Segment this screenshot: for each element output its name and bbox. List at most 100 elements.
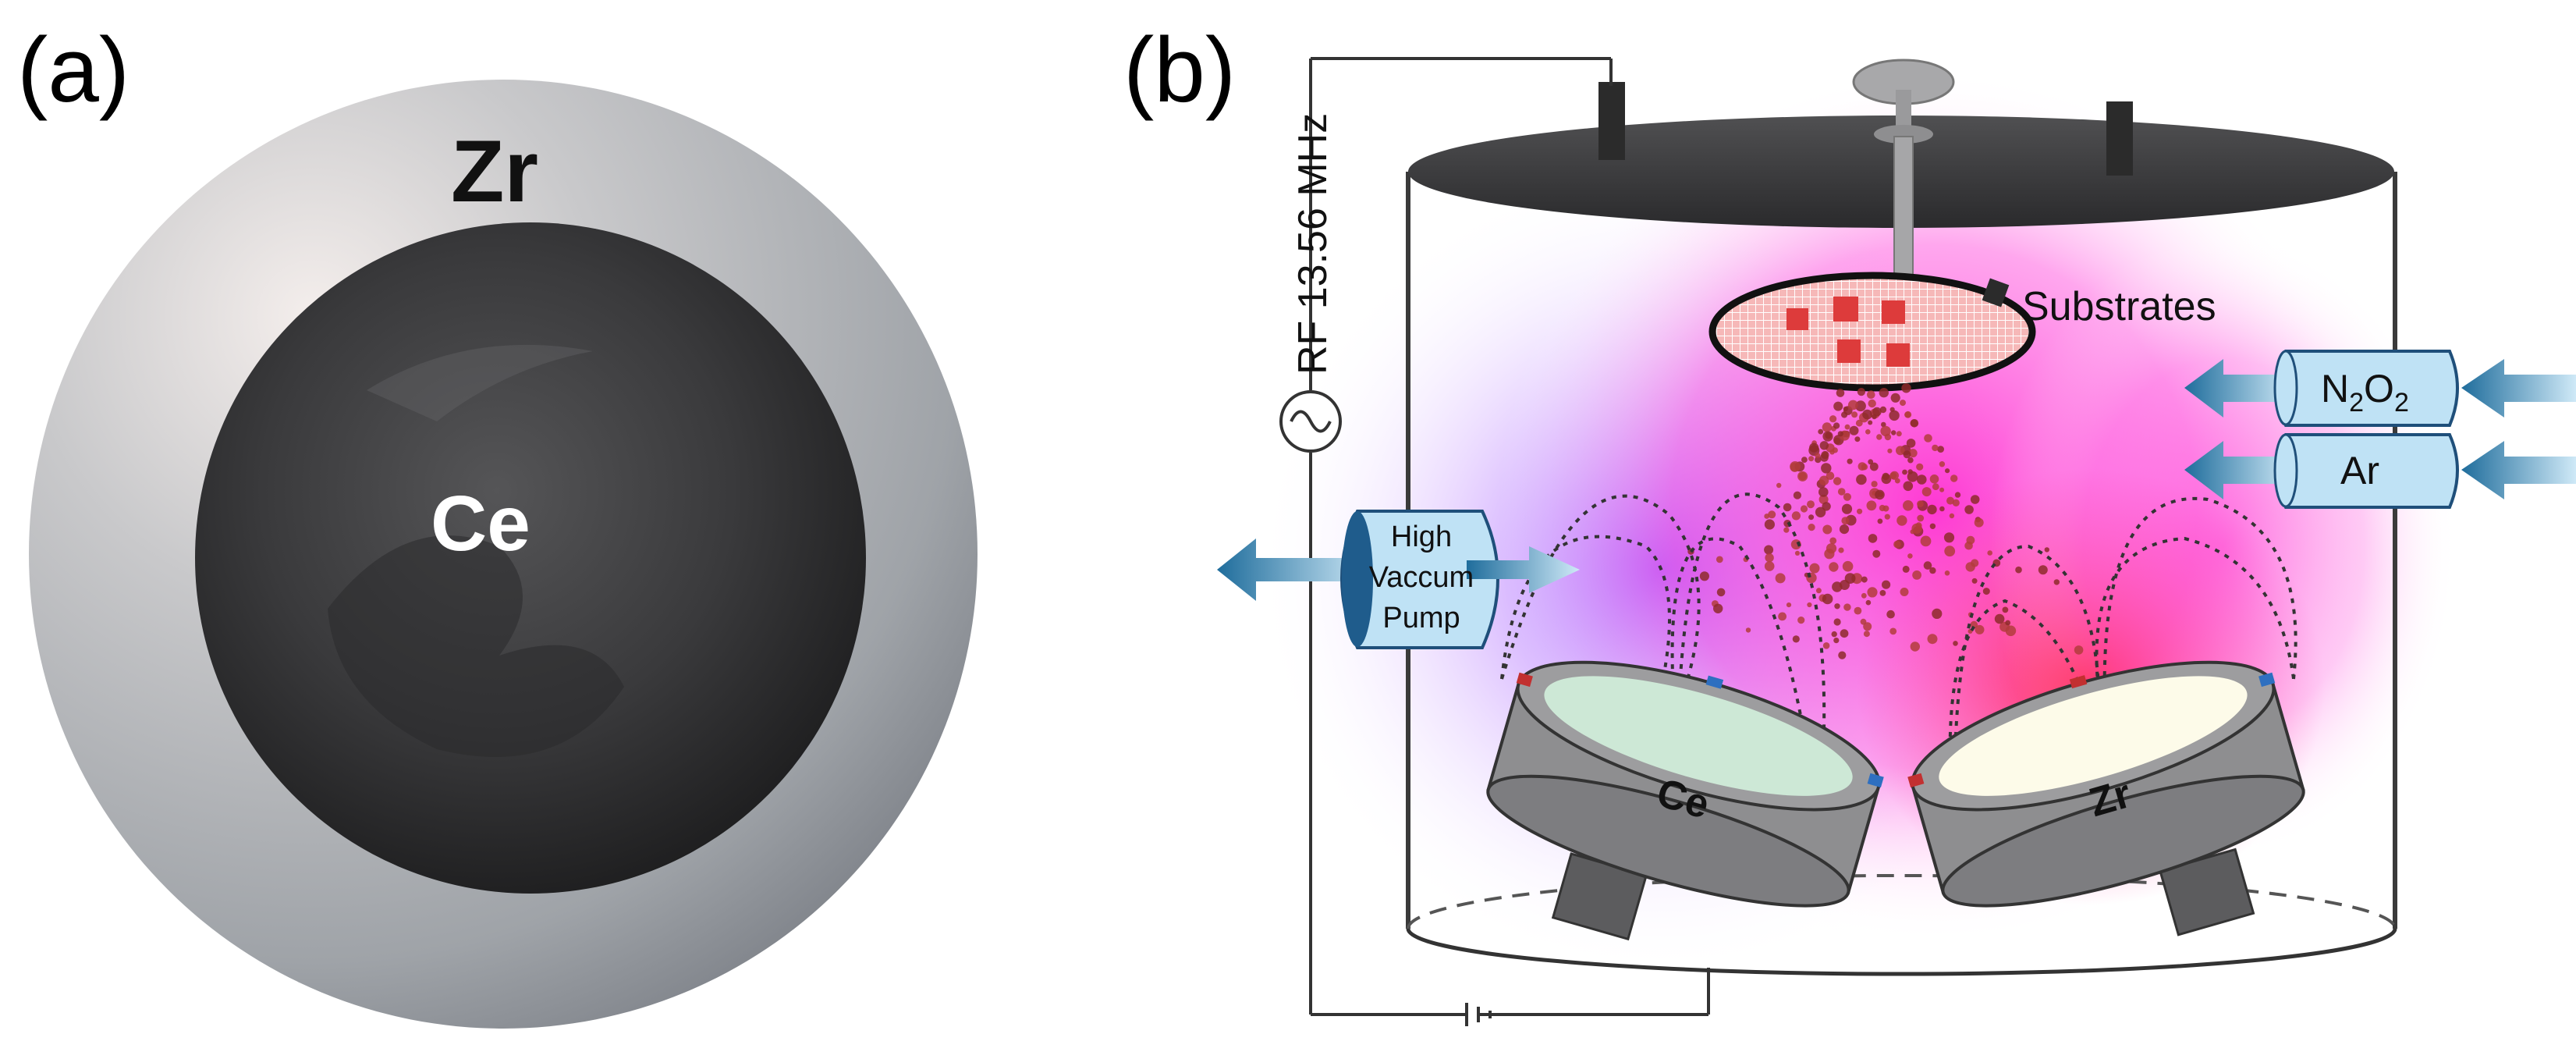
sputtered-particle [1923, 561, 1932, 570]
sputtered-particle [1952, 499, 1960, 507]
sputtered-particle [2002, 606, 2009, 613]
sputtered-particle [1786, 602, 1792, 608]
sputtered-particle [1832, 581, 1843, 592]
sputtered-particle [1838, 651, 1847, 659]
sputtered-particle [1939, 461, 1946, 467]
sputtered-particle [1822, 422, 1833, 432]
sputtered-particle [1764, 561, 1775, 571]
sputtered-particle [1971, 559, 1979, 567]
sputtered-particle [1929, 567, 1936, 574]
sputtered-particle [1863, 622, 1872, 631]
sputtered-particle [1831, 631, 1837, 638]
sputtered-particle [1837, 488, 1846, 496]
sputtered-particle [1861, 576, 1868, 583]
sputtered-particle [2044, 547, 2049, 553]
sputtered-particle [1826, 471, 1835, 480]
sputtered-particle [1855, 419, 1863, 427]
panel-a: (a) Zr Ce [17, 19, 978, 1029]
sputtered-particle [1745, 627, 1751, 633]
sputtered-particle [1713, 603, 1723, 613]
sputtered-particle [1953, 641, 1958, 646]
sputtered-particle [1867, 587, 1878, 598]
substrate-tile [1882, 300, 1905, 324]
sputtered-particle [1902, 565, 1910, 573]
sputtered-particle [1815, 456, 1822, 464]
sputtered-particle [1841, 411, 1848, 418]
sputtered-particle [1939, 487, 1945, 492]
sputtered-particle [1783, 503, 1792, 512]
sputtered-particle [1842, 560, 1854, 572]
sputtered-particle [1974, 517, 1984, 528]
panel-b: (b) [1123, 19, 2576, 1026]
sputtered-particle [1768, 510, 1776, 519]
sputtered-particle [1833, 638, 1840, 644]
sputtered-particle [1866, 500, 1877, 511]
sputtered-particle [1917, 514, 1925, 522]
sputtered-particle [1893, 540, 1901, 549]
sputtered-particle [1911, 523, 1922, 534]
sputtered-particle [1987, 550, 1992, 556]
sputtered-particle [1790, 461, 1801, 472]
ar-label: Ar [2340, 449, 2379, 492]
sputtered-particle [1847, 400, 1858, 410]
sputtered-particle [1829, 537, 1837, 545]
sputtered-particle [1829, 562, 1839, 572]
sputtered-particle [1783, 527, 1790, 533]
sputtered-particle [1862, 409, 1873, 420]
sputtered-particle [1857, 508, 1863, 514]
sputtered-particle [1964, 505, 1974, 514]
sputtered-particle [1836, 389, 1845, 397]
sputtered-particle [1946, 496, 1954, 505]
sputtered-particle [1764, 519, 1775, 530]
sputtered-particle [1797, 471, 1808, 482]
panel-a-label: (a) [17, 19, 130, 122]
substrate-tile [1886, 343, 1910, 367]
sputtered-particle [1932, 483, 1939, 491]
sputtered-particle [1949, 513, 1955, 519]
sputtered-particle [1765, 553, 1774, 563]
pump-label-line2: Vaccum [1369, 561, 1474, 594]
sputtered-particle [1818, 487, 1829, 497]
sputtered-particle [1764, 514, 1770, 519]
sputtered-particle [1889, 472, 1897, 479]
substrate-tile [1837, 339, 1861, 363]
sputtered-particle [1826, 543, 1837, 554]
sputtered-particle [1833, 477, 1842, 485]
sputtered-particle [1901, 383, 1911, 393]
sputtered-particle [1801, 457, 1808, 463]
sputtered-particle [1921, 487, 1932, 497]
sputtered-particle [1954, 492, 1961, 498]
sputtered-particle [1863, 631, 1870, 638]
sputtered-particle [1929, 523, 1936, 529]
pump-label-line1: High [1391, 521, 1452, 553]
sputtered-particle [1924, 434, 1932, 442]
sputtered-particle [1800, 505, 1808, 513]
sputtered-particle [1907, 469, 1913, 474]
sputtered-particle [1833, 618, 1841, 626]
n2o2-outflow-arrow [2184, 359, 2294, 418]
sputtered-particle [1886, 609, 1895, 619]
sputtered-particle [1716, 556, 1723, 563]
sputtered-particle [1896, 431, 1902, 437]
sputtered-particle [1829, 450, 1835, 455]
sputtered-particle [1808, 514, 1815, 521]
sputtered-particle [1821, 450, 1829, 460]
sputtered-particle [1881, 421, 1886, 428]
sputtered-particle [1869, 462, 1879, 471]
sputtered-particle [1970, 495, 1980, 504]
sputtered-particle [1837, 431, 1843, 437]
substrate-plate [1708, 272, 2036, 392]
sputtered-particle [1903, 481, 1914, 492]
sputtered-particle [1815, 588, 1822, 594]
sputtered-particle [1907, 553, 1913, 559]
core-highlight [367, 344, 593, 421]
sputtered-particle [1815, 453, 1821, 459]
sputtered-particle [1910, 641, 1920, 652]
sputtered-particle [1822, 431, 1833, 442]
sputtered-particle [1809, 442, 1819, 453]
sputtered-particle [1900, 400, 1906, 407]
sputtered-particle [1896, 446, 1905, 456]
pump-outflow-arrow [1217, 538, 1373, 601]
sputtered-particle [2005, 620, 2011, 626]
